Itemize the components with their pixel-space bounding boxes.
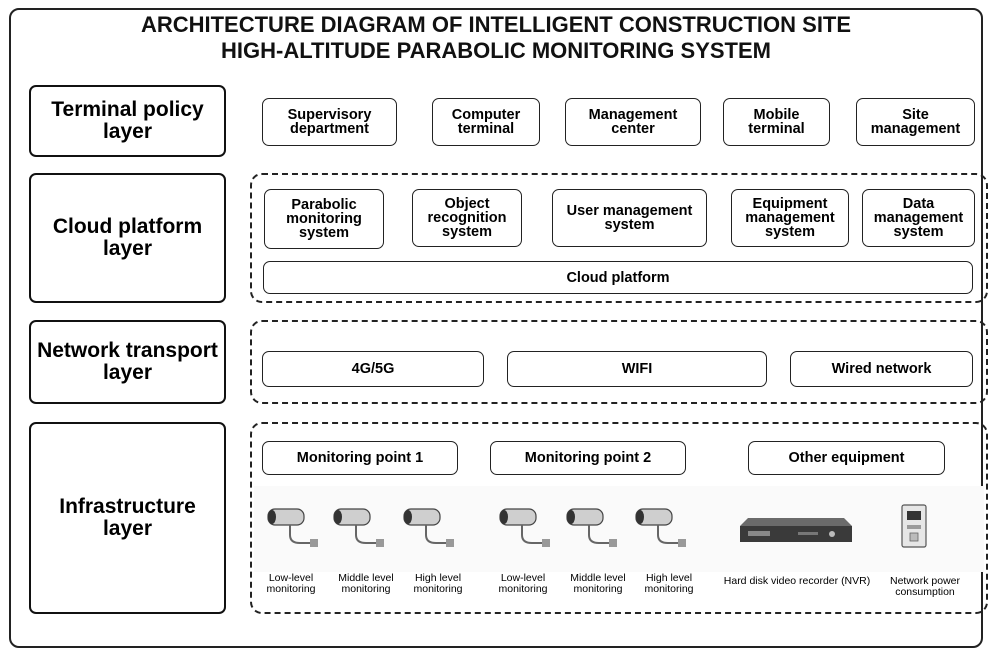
terminal-management-center: Management center	[565, 98, 701, 146]
cloud-equipment-management: Equipment management system	[731, 189, 849, 247]
cloud-layer-region	[250, 173, 988, 303]
cloud-parabolic-monitoring: Parabolic monitoring system	[264, 189, 384, 249]
diagram-title: ARCHITECTURE DIAGRAM OF INTELLIGENT CONS…	[0, 12, 992, 64]
caption-middle-level-1: Middle level monitoring	[338, 572, 394, 595]
terminal-supervisory-department: Supervisory department	[262, 98, 397, 146]
network-wired: Wired network	[790, 351, 973, 387]
camera-icon	[333, 508, 384, 547]
caption-nvr: Hard disk video recorder (NVR)	[723, 575, 871, 587]
terminal-site-management: Site management	[856, 98, 975, 146]
network-4g5g: 4G/5G	[262, 351, 484, 387]
monitoring-point-1: Monitoring point 1	[262, 441, 458, 475]
caption-high-level-2: High level monitoring	[644, 572, 694, 595]
cloud-user-management: User management system	[552, 189, 707, 247]
caption-low-level-2: Low-level monitoring	[498, 572, 548, 595]
cloud-data-management: Data management system	[862, 189, 975, 247]
layer-infrastructure: Infrastructure layer	[29, 422, 226, 614]
nvr-icon	[740, 518, 852, 542]
layer-cloud: Cloud platform layer	[29, 173, 226, 303]
camera-icon	[267, 508, 318, 547]
cloud-platform-bar: Cloud platform	[263, 261, 973, 294]
cloud-object-recognition: Object recognition system	[412, 189, 522, 247]
terminal-mobile: Mobile terminal	[723, 98, 830, 146]
other-equipment: Other equipment	[748, 441, 945, 475]
infrastructure-layer-region	[250, 422, 988, 614]
camera-icon	[566, 508, 617, 547]
title-line-2: HIGH-ALTITUDE PARABOLIC MONITORING SYSTE…	[221, 38, 771, 63]
network-layer-region	[250, 320, 988, 404]
caption-low-level-1: Low-level monitoring	[266, 572, 316, 595]
terminal-computer: Computer terminal	[432, 98, 540, 146]
power-meter-icon	[901, 504, 927, 548]
monitoring-point-2: Monitoring point 2	[490, 441, 686, 475]
caption-network-power: Network power consumption	[889, 575, 961, 598]
layer-network: Network transport layer	[29, 320, 226, 404]
title-line-1: ARCHITECTURE DIAGRAM OF INTELLIGENT CONS…	[140, 12, 852, 37]
caption-middle-level-2: Middle level monitoring	[570, 572, 626, 595]
layer-terminal: Terminal policy layer	[29, 85, 226, 157]
caption-high-level-1: High level monitoring	[413, 572, 463, 595]
device-strip	[254, 486, 984, 572]
camera-icon	[499, 508, 550, 547]
camera-icon	[403, 508, 454, 547]
network-wifi: WIFI	[507, 351, 767, 387]
camera-icon	[635, 508, 686, 547]
